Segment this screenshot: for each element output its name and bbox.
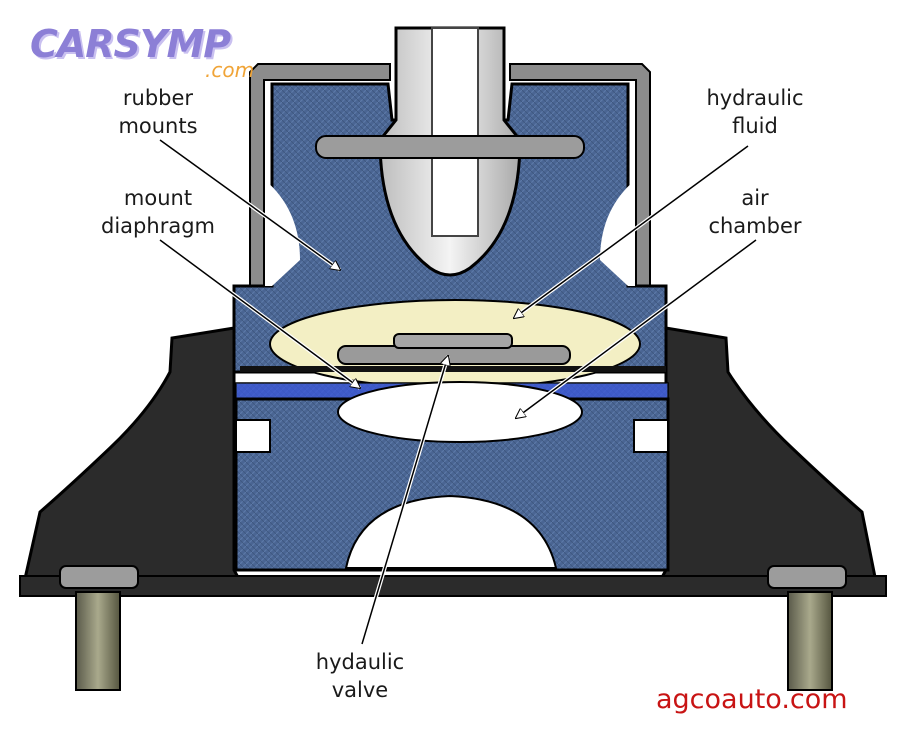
left-bolt-head xyxy=(59,565,139,589)
base-plate xyxy=(19,575,887,597)
label-hydraulic-fluid-line2: fluid xyxy=(732,114,778,138)
label-mount-diaphragm: mount diaphragm xyxy=(88,184,228,240)
label-air-chamber-line2: chamber xyxy=(708,214,802,238)
right-bracket xyxy=(652,326,880,594)
label-rubber-mounts-line1: rubber xyxy=(122,86,194,110)
carsymp-logo-suffix: .com xyxy=(205,58,255,82)
left-bolt xyxy=(75,591,121,691)
label-air-chamber-line1: air xyxy=(741,186,769,210)
left-bracket xyxy=(20,326,248,594)
label-hydaulic-valve-line2: valve xyxy=(331,678,389,702)
label-hydraulic-fluid-line1: hydraulic xyxy=(706,86,804,110)
right-bolt xyxy=(787,591,833,691)
air-chamber xyxy=(337,381,583,443)
label-rubber-mounts-line2: mounts xyxy=(118,114,198,138)
right-bolt-head xyxy=(767,565,847,589)
label-hydaulic-valve: hydaulic valve xyxy=(300,648,420,704)
label-mount-diaphragm-line2: diaphragm xyxy=(101,214,215,238)
label-air-chamber: air chamber xyxy=(690,184,820,240)
credit-watermark: agcoauto.com xyxy=(656,684,848,715)
label-rubber-mounts: rubber mounts xyxy=(98,84,218,140)
carsymp-logo: CARSYMP xyxy=(30,22,231,66)
label-mount-diaphragm-line1: mount xyxy=(123,186,193,210)
label-hydaulic-valve-line1: hydaulic xyxy=(315,650,405,674)
label-hydraulic-fluid: hydraulic fluid xyxy=(690,84,820,140)
